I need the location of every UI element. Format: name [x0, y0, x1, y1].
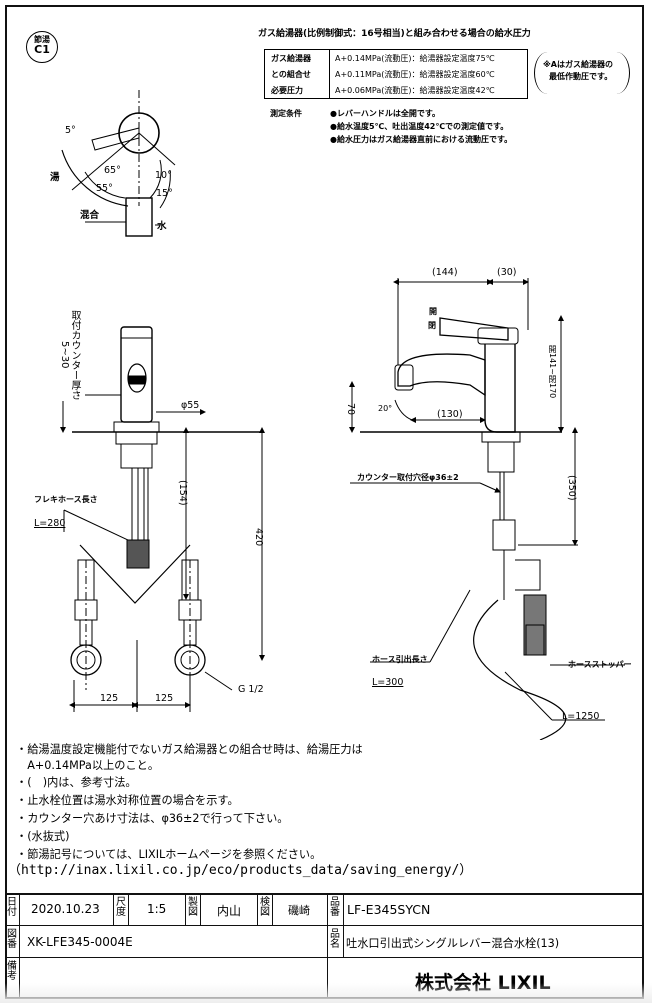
pressure-table: ガス給湯器 との組合せ 必要圧力 A+0.14MPa(流動圧)：給湯器設定温度7… — [264, 49, 528, 99]
dim-30: (30) — [497, 267, 517, 278]
counter-hole-label: カウンター取付穴径φ36±2 — [357, 473, 459, 482]
front-view — [60, 326, 265, 712]
bracket-note: ※Aはガス給湯器の 最低作動圧です。 — [534, 52, 630, 94]
dim-144: (144) — [432, 267, 458, 278]
scale: 1:5 — [147, 902, 167, 916]
drawn-label: 製図 — [188, 897, 198, 918]
note-7: （http://inax.lixil.co.jp/eco/products_da… — [8, 863, 473, 878]
flex-hose-length: L=280 — [34, 518, 66, 529]
pressure-row-0: A+0.14MPa(流動圧)：給湯器設定温度75℃ — [335, 54, 495, 63]
technical-drawing — [60, 90, 625, 740]
dim-125-left: 125 — [100, 693, 119, 704]
label-open: 開 — [429, 307, 437, 316]
pressure-row-1: A+0.11MPa(流動圧)：給湯器設定温度60℃ — [335, 70, 495, 79]
label-water: 水 — [157, 221, 167, 232]
dim-height-range: 開141~閉170 — [548, 345, 557, 399]
dim-125-right: 125 — [155, 693, 174, 704]
label-hot: 湯 — [50, 172, 60, 183]
badge-top: 節湯 — [34, 35, 50, 44]
pressure-row-label-0: ガス給湯器 — [271, 54, 311, 63]
title-block: 日付 2020.10.23 尺度 1:5 製図 内山 検図 磯崎 品番 LF-E… — [5, 893, 644, 999]
condition-2: ●給水圧力はガス給湯器直前における流動圧です。 — [330, 135, 513, 144]
angle-5: 5° — [65, 125, 76, 136]
counter-thickness-label: 取付カウンター厚さ 5~30 — [59, 310, 80, 400]
label-close: 閉 — [428, 321, 436, 330]
angle-10: 10° — [155, 170, 172, 181]
drawn-by: 内山 — [217, 904, 242, 918]
angle-20: 20° — [378, 404, 393, 413]
flex-hose-label: フレキホース長さ — [34, 495, 98, 504]
water-saving-badge: 節湯 C1 — [26, 31, 58, 63]
dim-154: (154) — [177, 480, 188, 506]
bottom-edge — [0, 983, 652, 1003]
note-0: ・給湯温度設定機能付でないガス給湯器との組合せ時は、給湯圧力は — [16, 743, 363, 756]
date: 2020.10.23 — [31, 902, 100, 916]
condition-1: ●給水温度5℃、吐出温度42℃での測定値です。 — [330, 122, 509, 131]
drawing-no-label: 図番 — [7, 929, 17, 950]
thread-size: G 1/2 — [238, 684, 264, 695]
part-no: LF-E345SYCN — [347, 902, 431, 917]
dim-130: (130) — [437, 409, 463, 420]
name-label: 品名 — [330, 929, 340, 950]
note-5: ・(水抜式) — [16, 830, 70, 843]
dim-350: (350) — [566, 475, 577, 501]
conditions-label: 測定条件 — [270, 109, 302, 118]
date-label: 日付 — [7, 897, 17, 918]
dim-420: 420 — [253, 528, 264, 547]
side-view — [349, 278, 625, 740]
pressure-row-label-1: との組合せ — [271, 70, 311, 79]
product-name: 吐水口引出式シングルレバー混合水栓(13) — [346, 937, 560, 950]
notes: ・給湯温度設定機能付でないガス給湯器との組合せ時は、給湯圧力は A+0.14MP… — [8, 743, 472, 877]
drawing-no: XK-LFE345-0004E — [27, 935, 133, 949]
dim-diameter-55: φ55 — [181, 400, 200, 411]
top-view — [61, 90, 176, 237]
scale-label: 尺度 — [116, 897, 126, 918]
hose-total-length: L=1250 — [562, 711, 600, 722]
hose-pull-length: L=300 — [372, 677, 404, 688]
angle-15: 15° — [156, 188, 173, 199]
bracket-note-0: ※Aはガス給湯器の — [543, 60, 613, 69]
dim-70: 70 — [345, 403, 356, 416]
note-2: ・( )内は、参考寸法。 — [16, 776, 137, 789]
condition-0: ●レバーハンドルは全開です。 — [330, 109, 441, 118]
bracket-note-1: 最低作動圧です。 — [549, 72, 613, 81]
checked-by: 磯崎 — [288, 904, 310, 917]
note-6: ・節湯記号については、LIXILホームページを参照ください。 — [16, 848, 322, 861]
pressure-table-title: ガス給湯器(比例制御式：16号相当)と組み合わせる場合の給水圧力 — [258, 29, 531, 39]
badge-bottom: C1 — [34, 43, 50, 56]
pressure-row-label-2: 必要圧力 — [271, 86, 303, 95]
hose-stopper-label: ホースストッパー — [568, 660, 632, 669]
remarks-label: 備考 — [7, 961, 17, 982]
note-4: ・カウンター穴あけ寸法は、φ36±2で行って下さい。 — [16, 812, 289, 825]
label-mixed: 混合 — [80, 210, 100, 221]
checked-label: 検図 — [260, 897, 270, 918]
note-1: A+0.14MPa以上のこと。 — [16, 759, 160, 772]
note-3: ・止水栓位置は湯水対称位置の場合を示す。 — [16, 794, 239, 807]
part-no-label: 品番 — [330, 897, 340, 918]
angle-55: 55° — [96, 183, 113, 194]
hose-pull-label: ホース引出長さ — [372, 655, 428, 664]
pressure-row-2: A+0.06MPa(流動圧)：給湯器設定温度42℃ — [335, 86, 495, 95]
angle-65: 65° — [104, 165, 121, 176]
